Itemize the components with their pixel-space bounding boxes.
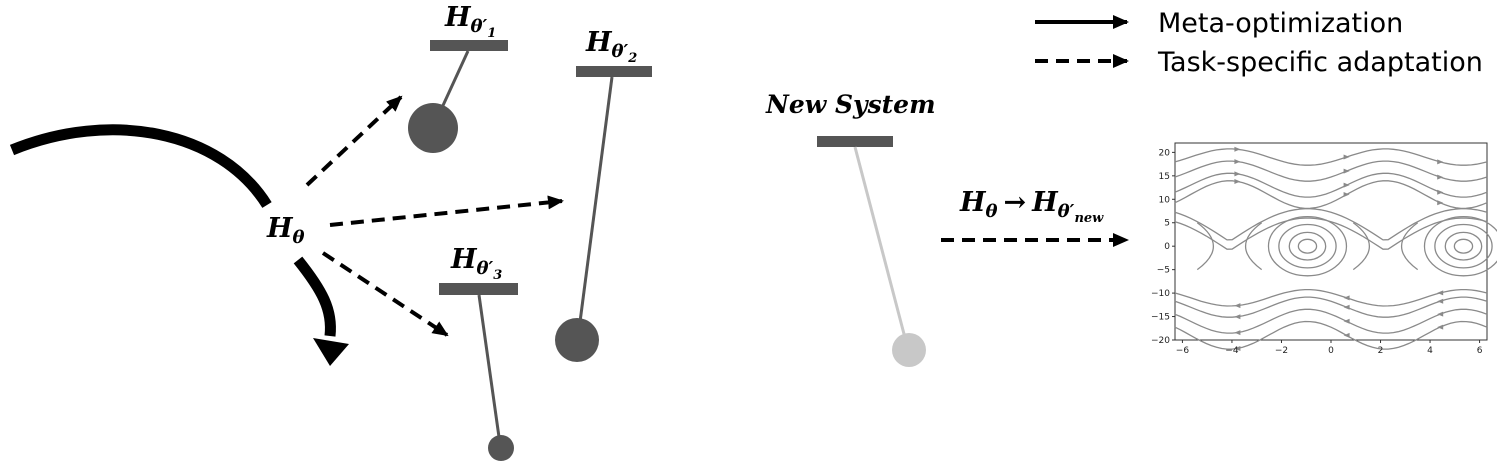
stream-arrow	[1234, 330, 1241, 336]
saddle-line	[1245, 222, 1263, 271]
meta-optimization-arrow	[293, 256, 336, 337]
meta-optimization-arrowhead	[313, 338, 349, 366]
y-tick-label: −5	[1157, 266, 1170, 276]
y-tick-label: −10	[1151, 289, 1170, 299]
stream-line	[1174, 180, 1488, 210]
stream-arrow	[1343, 182, 1350, 188]
new-system: New System	[765, 90, 936, 367]
stream-arrow	[1234, 178, 1241, 184]
y-tick-label: 15	[1159, 172, 1170, 182]
x-tick-label: 4	[1427, 346, 1433, 356]
new-system-pivot	[817, 136, 893, 147]
stream-arrow	[1234, 345, 1241, 351]
new-system-label: New System	[765, 90, 936, 119]
stream-arrow	[1437, 200, 1444, 206]
y-tick-label: −15	[1151, 313, 1170, 323]
closed-orbit	[1278, 223, 1337, 269]
pendulum-3-bob	[488, 435, 514, 461]
stream-line	[1174, 288, 1488, 307]
stream-line	[1174, 308, 1488, 334]
h-theta-label: Hθ	[266, 213, 305, 248]
stream-arrow	[1437, 189, 1444, 195]
x-tick-label: −2	[1275, 346, 1288, 356]
pendulum-2: Hθ′2	[555, 27, 652, 362]
stream-line	[1174, 160, 1488, 182]
h-theta-1-label: Hθ′1	[444, 2, 496, 41]
pendulum-3-pivot	[439, 283, 518, 295]
separatrix-line	[1174, 208, 1488, 241]
saddle-line	[1401, 222, 1419, 271]
stream-lines	[1174, 146, 1497, 351]
stream-arrow	[1437, 298, 1444, 304]
stream-arrow	[1437, 311, 1444, 317]
y-tick-label: 0	[1164, 242, 1170, 252]
stream-line	[1174, 148, 1488, 166]
stream-arrow	[1437, 290, 1444, 296]
pendulum-1-bob	[408, 103, 458, 153]
y-axis-ticks: 20 15 10 5 0 −5 −10 −15 −20	[1151, 148, 1175, 346]
legend-solid-label: Meta-optimization	[1158, 8, 1403, 39]
closed-orbit	[1434, 223, 1493, 269]
new-system-rod	[853, 146, 906, 335]
closed-orbit	[1297, 238, 1318, 254]
y-tick-label: 10	[1159, 195, 1171, 205]
stream-arrow	[1234, 159, 1241, 165]
stream-arrow	[1343, 168, 1350, 174]
adaptation-arrow-2	[329, 195, 564, 227]
y-tick-label: 20	[1159, 148, 1171, 158]
stream-arrow	[1234, 303, 1241, 309]
h-theta-2-label: Hθ′2	[585, 27, 637, 66]
meta-optimization-arc	[9, 124, 272, 208]
legend-dashed-label: Task-specific adaptation	[1157, 47, 1483, 78]
pendulum-1-pivot	[430, 40, 508, 51]
x-tick-label: 0	[1328, 346, 1334, 356]
closed-orbit	[1444, 231, 1483, 261]
adaptation-arrow-3	[321, 251, 449, 337]
x-tick-label: 6	[1477, 346, 1483, 356]
stream-arrow	[1343, 332, 1350, 338]
closed-orbit	[1453, 238, 1474, 254]
pendulum-3-rod	[477, 294, 501, 438]
plot-frame	[1174, 142, 1488, 341]
stream-line	[1174, 320, 1488, 350]
stream-arrow	[1343, 192, 1350, 198]
x-axis-ticks: −6 −4 −2 0 2 4 6	[1176, 340, 1483, 356]
mapping-label: Hθ→Hθ′new	[959, 187, 1104, 226]
pendulum-1: Hθ′1	[408, 2, 508, 153]
new-system-bob	[892, 333, 926, 367]
saddle-line	[1352, 222, 1370, 271]
pendulum-3: Hθ′3	[439, 244, 518, 461]
stream-arrow	[1234, 146, 1241, 152]
legend: Meta-optimization Task-specific adaptati…	[1035, 8, 1483, 78]
y-tick-label: −20	[1151, 336, 1170, 346]
stream-arrow	[1437, 174, 1444, 180]
stream-arrow	[1343, 295, 1350, 301]
stream-arrow	[1437, 159, 1444, 165]
stream-arrow	[1437, 324, 1444, 330]
stream-arrow	[1343, 154, 1350, 160]
stream-arrow	[1234, 171, 1241, 177]
saddle-line	[1196, 222, 1214, 271]
separatrix-line	[1174, 217, 1488, 250]
pendulum-1-rod	[438, 50, 470, 113]
stream-arrow	[1234, 314, 1241, 320]
stream-line	[1174, 296, 1488, 318]
pendulum-2-pivot	[576, 66, 652, 77]
x-tick-label: −6	[1176, 346, 1190, 356]
adaptation-arrow-1	[305, 95, 403, 187]
pendulum-2-bob	[555, 318, 599, 362]
x-tick-label: 2	[1378, 346, 1384, 356]
h-theta-3-label: Hθ′3	[450, 244, 502, 283]
closed-orbit	[1288, 231, 1327, 261]
closed-orbit	[1423, 215, 1497, 277]
closed-orbit	[1267, 215, 1348, 277]
stream-arrow	[1343, 318, 1350, 324]
pendulum-2-rod	[578, 76, 614, 323]
stream-arrow	[1343, 304, 1350, 310]
stream-line	[1174, 172, 1488, 198]
y-tick-label: 5	[1164, 219, 1170, 229]
x-tick-label: −4	[1225, 346, 1239, 356]
